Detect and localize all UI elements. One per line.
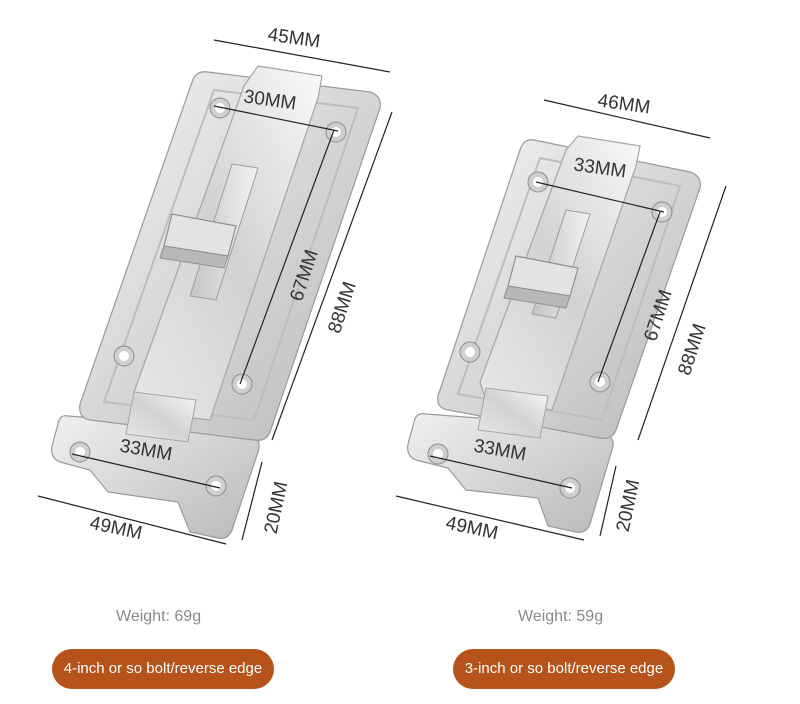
dim-height: 88MM: [324, 279, 360, 336]
dim-height: 88MM: [674, 321, 710, 378]
dim-keeper-height: 20MM: [261, 480, 293, 536]
bolt-latch-small: [407, 135, 701, 533]
dim-keeper-width: 49MM: [88, 513, 144, 545]
screw-hole-icon: [69, 97, 347, 497]
dim-keeper-width: 49MM: [444, 513, 500, 545]
dimension-lines-large: [37, 39, 393, 545]
keeper-plate: [407, 397, 614, 533]
screw-hole-icon: [427, 171, 673, 499]
product-variant-badge[interactable]: 4-inch or so bolt/reverse edge: [52, 649, 274, 689]
dimension-lines-small: [395, 99, 727, 541]
weight-label: Weight: 59g: [518, 608, 604, 625]
dim-top-width: 45MM: [266, 24, 321, 52]
bolt-latch-large: [51, 65, 381, 539]
dim-keeper-height: 20MM: [613, 478, 645, 534]
product-variant-badge[interactable]: 3-inch or so bolt/reverse edge: [453, 649, 675, 689]
weight-label: Weight: 69g: [116, 608, 202, 625]
